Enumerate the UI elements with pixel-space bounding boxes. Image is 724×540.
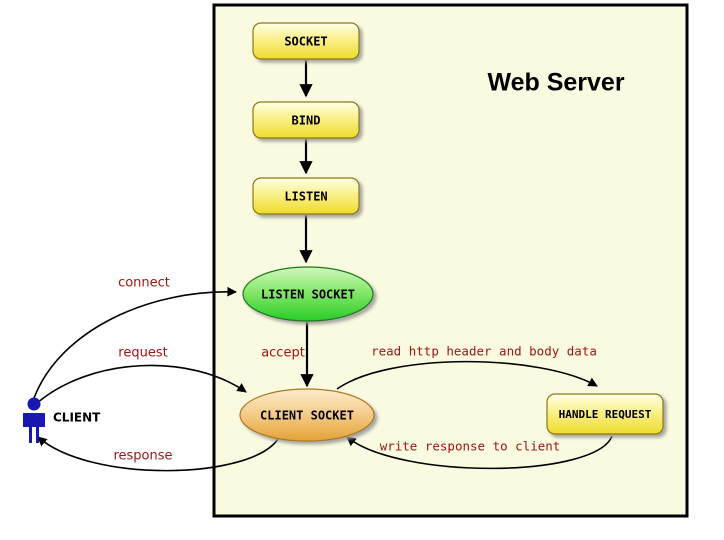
client-body-icon <box>23 413 45 443</box>
node-listen-label: LISTEN <box>284 190 327 204</box>
node-handle-request[interactable]: HANDLE REQUEST <box>546 393 664 435</box>
node-socket-label: SOCKET <box>284 35 327 49</box>
page-title: Web Server <box>487 69 624 97</box>
client-actor-label: CLIENT <box>53 411 101 425</box>
node-bind-label: BIND <box>292 114 321 128</box>
node-socket-shape <box>252 22 360 60</box>
node-client-socket[interactable]: CLIENT SOCKET <box>239 388 375 442</box>
client-head-icon <box>27 397 41 411</box>
node-bind-shape <box>252 101 360 139</box>
node-listen[interactable]: LISTEN <box>252 177 360 215</box>
edge-request <box>35 364 247 405</box>
edge-label-response: response <box>113 449 172 464</box>
node-client-socket-shape <box>239 388 375 442</box>
edge-label-read-http: read http header and body data <box>371 344 597 359</box>
node-listen-socket-shape <box>242 266 374 322</box>
edge-label-connect: connect <box>118 276 170 291</box>
edge-write-response <box>346 435 613 470</box>
edge-label-write-response: write response to client <box>380 439 561 454</box>
edge-response <box>37 436 279 472</box>
client-actor[interactable]: CLIENT <box>23 397 101 444</box>
node-listen-socket-label: LISTEN SOCKET <box>261 288 355 302</box>
node-bind[interactable]: BIND <box>252 101 360 139</box>
node-handle-request-shape <box>546 393 664 435</box>
node-handle-request-label: HANDLE REQUEST <box>559 408 652 421</box>
node-listen-shape <box>252 177 360 215</box>
edge-label-accept: accept <box>261 346 305 361</box>
edge-read-http <box>336 360 598 390</box>
edge-connect <box>33 286 237 399</box>
edge-label-request: request <box>118 346 167 361</box>
node-listen-socket[interactable]: LISTEN SOCKET <box>242 266 374 322</box>
node-client-socket-label: CLIENT SOCKET <box>260 409 354 423</box>
node-socket[interactable]: SOCKET <box>252 22 360 60</box>
